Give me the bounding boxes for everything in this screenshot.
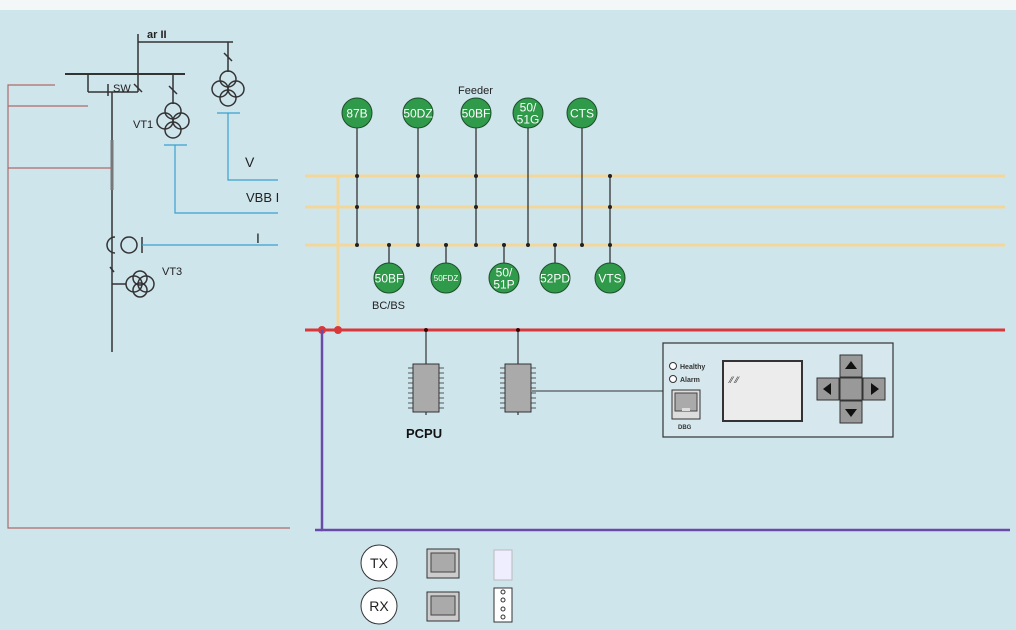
tap-dot — [355, 174, 359, 178]
tap-dot — [608, 205, 612, 209]
processor-chip — [500, 328, 536, 415]
bottom-relays: 50BF 50FDZ 50/51P 52PD VTS — [373, 174, 626, 294]
tap-dot — [355, 243, 359, 247]
tap-dot — [355, 205, 359, 209]
relay-label: 50BF — [462, 107, 491, 121]
top-relays: 87B 50DZ 50BF 50/51G CTS — [341, 97, 598, 247]
tap-dot — [580, 243, 584, 247]
healthy-label: Healthy — [680, 364, 705, 371]
lcd-glyphs: ⁄⁄ ⁄⁄ — [728, 375, 740, 385]
relay-label: 50BF — [375, 272, 404, 286]
tap-dot — [416, 243, 420, 247]
tap-dot — [474, 174, 478, 178]
relay-50fdz[interactable]: 50FDZ — [430, 262, 462, 294]
tap-dot — [526, 243, 530, 247]
center-key[interactable] — [839, 377, 863, 401]
analog-buses — [305, 174, 1005, 330]
feeder-title: Feeder — [458, 85, 493, 97]
tap-dot — [608, 174, 612, 178]
pcpu-label: PCPU — [406, 426, 442, 441]
tx-label: TX — [370, 555, 389, 571]
lcd-screen — [722, 360, 803, 422]
busbar-label: ar II — [147, 29, 167, 41]
signal-label-vbb: VBB I — [246, 190, 279, 205]
relay-label: 50/ — [496, 266, 513, 280]
ethernet-port-icon — [426, 591, 460, 622]
relay-50dz[interactable]: 50DZ — [402, 97, 434, 129]
navigation-keypad — [816, 354, 886, 424]
relay-vts[interactable]: VTS — [594, 262, 626, 294]
bc-bs-caption: BC/BS — [372, 300, 405, 312]
relay-5051g[interactable]: 50/51G — [512, 97, 544, 129]
signal-lines — [142, 112, 278, 246]
tap-dot — [474, 205, 478, 209]
ethernet-port-icon — [426, 548, 460, 579]
relay-cts[interactable]: CTS — [566, 97, 598, 129]
signal-label-v: V — [245, 154, 255, 170]
signal-label-i: I — [256, 230, 260, 246]
vt1-label: VT1 — [133, 119, 153, 131]
switch-label: SW — [113, 83, 131, 95]
relay-50bf[interactable]: 50BF — [460, 97, 492, 129]
vt3-label: VT3 — [162, 266, 182, 278]
tap-dot — [474, 243, 478, 247]
tap-dot — [387, 243, 391, 247]
relay-label: 52PD — [540, 272, 570, 286]
relay-label: 50FDZ — [434, 274, 459, 283]
relay-label: VTS — [598, 272, 621, 286]
relay-label: 50DZ — [403, 107, 432, 121]
relay-52pd[interactable]: 52PD — [539, 262, 571, 294]
relay-label: 51P — [493, 278, 514, 292]
rx-label: RX — [369, 598, 389, 614]
relay-label: 87B — [346, 107, 367, 121]
relay-5051p[interactable]: 50/51P — [488, 262, 520, 294]
relay-50bf[interactable]: 50BF — [373, 262, 405, 294]
relay-label: 51G — [517, 113, 540, 127]
alarm-label: Alarm — [680, 377, 700, 384]
port-label: DBG — [678, 425, 692, 431]
bus-junction — [334, 326, 342, 334]
tap-dot — [608, 243, 612, 247]
fiber-connector-icon — [493, 549, 513, 581]
substation-single-line — [65, 34, 245, 352]
diagram-background — [0, 10, 1016, 630]
ethernet-port-icon[interactable] — [671, 389, 701, 420]
relay-label: 50/ — [520, 101, 537, 115]
tx-port: TX — [360, 544, 398, 582]
healthy-led — [669, 362, 677, 370]
terminal-block-icon — [493, 587, 513, 623]
rx-port: RX — [360, 587, 398, 625]
relay-device-panel: Healthy Alarm DBG ⁄⁄ ⁄⁄ — [662, 342, 894, 438]
relay-87b[interactable]: 87B — [341, 97, 373, 129]
tap-dot — [416, 205, 420, 209]
wiring-lines — [7, 84, 290, 529]
tap-dot — [553, 243, 557, 247]
alarm-led — [669, 375, 677, 383]
tap-dot — [502, 243, 506, 247]
tap-dot — [444, 243, 448, 247]
processor-chips — [408, 328, 536, 415]
processor-chip — [408, 328, 444, 415]
tap-dot — [416, 174, 420, 178]
relay-label: CTS — [570, 107, 594, 121]
